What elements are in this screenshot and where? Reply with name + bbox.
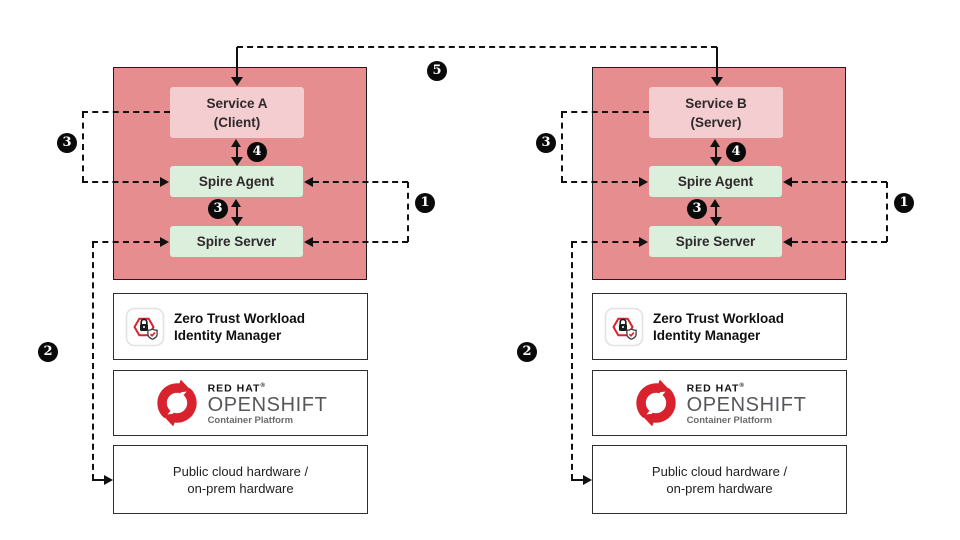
step-3-badge: 3 bbox=[687, 199, 707, 219]
openshift-platform-box-a: RED HAT® OPENSHIFT Container Platform bbox=[113, 370, 368, 436]
arrow-down-icon bbox=[231, 77, 243, 86]
dashed-segment bbox=[571, 479, 583, 481]
operator-title-line1: Zero Trust Workload bbox=[174, 310, 306, 326]
dashed-segment bbox=[82, 111, 170, 113]
arrow-down-icon bbox=[710, 157, 722, 166]
arrow-left-icon bbox=[304, 237, 313, 247]
service-b-name: Service B bbox=[685, 95, 747, 111]
arrow-right-icon bbox=[639, 237, 648, 247]
operator-title: Zero Trust Workload Identity Manager bbox=[653, 310, 784, 344]
dashed-segment bbox=[82, 181, 159, 183]
step-3-badge: 3 bbox=[536, 133, 556, 153]
trademark-symbol: ® bbox=[739, 383, 745, 390]
arrow-left-icon bbox=[304, 177, 313, 187]
dashed-segment bbox=[92, 242, 94, 480]
openshift-platform-box-b: RED HAT® OPENSHIFT Container Platform bbox=[592, 370, 847, 436]
arrow-up-icon bbox=[231, 139, 241, 147]
step-1-badge: 1 bbox=[894, 193, 914, 213]
service-a-node: Service A (Client) bbox=[170, 87, 304, 138]
solid-segment bbox=[716, 47, 718, 78]
cluster-b: Service B (Server) Spire Agent Spire Ser… bbox=[479, 0, 960, 540]
arrow-up-icon bbox=[710, 139, 720, 147]
step-5-badge: 5 bbox=[427, 61, 447, 81]
openshift-wordmark: RED HAT® OPENSHIFT Container Platform bbox=[687, 380, 807, 426]
arrow-right-icon bbox=[104, 475, 113, 485]
dashed-segment bbox=[92, 479, 104, 481]
solid-segment bbox=[236, 47, 238, 78]
zero-trust-icon bbox=[125, 307, 165, 346]
dashed-segment bbox=[407, 182, 409, 242]
dashed-segment bbox=[561, 181, 638, 183]
arrow-down-icon bbox=[231, 157, 243, 166]
service-b-node: Service B (Server) bbox=[649, 87, 783, 138]
dashed-segment bbox=[92, 241, 160, 243]
container-platform-text: Container Platform bbox=[207, 414, 294, 426]
arrow-right-icon bbox=[583, 475, 592, 485]
spire-agent-node-a: Spire Agent bbox=[170, 166, 303, 197]
openshift-logo-icon bbox=[635, 380, 676, 426]
arrow-right-icon bbox=[639, 177, 648, 187]
container-platform-text: Container Platform bbox=[686, 414, 773, 426]
arrow-line bbox=[715, 205, 717, 219]
operator-title-line2: Identity Manager bbox=[174, 327, 282, 343]
redhat-brand-text: RED HAT® bbox=[207, 382, 266, 395]
arrow-up-icon bbox=[710, 199, 720, 207]
arrow-right-icon bbox=[160, 237, 169, 247]
hardware-line2: on-prem hardware bbox=[666, 480, 773, 496]
step-2-badge: 2 bbox=[517, 342, 537, 362]
hardware-box-b: Public cloud hardware / on-prem hardware bbox=[592, 445, 847, 514]
arrow-down-icon bbox=[710, 217, 722, 226]
zero-trust-icon bbox=[604, 307, 644, 346]
dashed-segment bbox=[561, 111, 649, 113]
redhat-brand-text: RED HAT® bbox=[686, 382, 745, 395]
step-4-badge: 4 bbox=[247, 142, 267, 162]
step-3-badge: 3 bbox=[57, 133, 77, 153]
dashed-segment bbox=[561, 112, 563, 182]
hardware-box-a: Public cloud hardware / on-prem hardware bbox=[113, 445, 368, 514]
arrow-left-icon bbox=[783, 177, 792, 187]
arrow-down-icon bbox=[231, 217, 243, 226]
arrow-right-icon bbox=[160, 177, 169, 187]
spire-server-node-b: Spire Server bbox=[649, 226, 782, 257]
dashed-segment bbox=[82, 112, 84, 182]
service-b-role: (Server) bbox=[690, 114, 742, 130]
dashed-segment bbox=[313, 241, 408, 243]
hardware-line2: on-prem hardware bbox=[187, 480, 294, 496]
openshift-logo-icon bbox=[156, 380, 197, 426]
dashed-segment bbox=[313, 181, 408, 183]
operator-title-line2: Identity Manager bbox=[653, 327, 761, 343]
service-a-role: (Client) bbox=[213, 114, 261, 130]
openshift-wordmark: RED HAT® OPENSHIFT Container Platform bbox=[208, 380, 328, 426]
dashed-segment bbox=[571, 241, 639, 243]
hardware-line1: Public cloud hardware / bbox=[651, 463, 788, 479]
cluster-a: Service A (Client) Spire Agent Spire Ser… bbox=[38, 67, 435, 514]
trademark-symbol: ® bbox=[260, 383, 266, 390]
step-4-badge: 4 bbox=[726, 142, 746, 162]
openshift-product-text: OPENSHIFT bbox=[686, 393, 807, 416]
spire-agent-node-b: Spire Agent bbox=[649, 166, 782, 197]
operator-title: Zero Trust Workload Identity Manager bbox=[174, 310, 305, 344]
arrow-line bbox=[715, 145, 717, 159]
zero-trust-operator-box-b: Zero Trust Workload Identity Manager bbox=[592, 293, 847, 360]
arrow-line bbox=[236, 145, 238, 159]
arrow-down-icon bbox=[711, 77, 723, 86]
dashed-segment bbox=[792, 241, 887, 243]
dashed-segment bbox=[792, 181, 887, 183]
service-a-name: Service A bbox=[206, 95, 268, 111]
step-2-badge: 2 bbox=[38, 342, 58, 362]
openshift-product-text: OPENSHIFT bbox=[207, 393, 328, 416]
step-3-badge: 3 bbox=[208, 199, 228, 219]
dashed-segment bbox=[571, 242, 573, 480]
zero-trust-operator-box-a: Zero Trust Workload Identity Manager bbox=[113, 293, 368, 360]
arrow-up-icon bbox=[231, 199, 241, 207]
arrow-left-icon bbox=[783, 237, 792, 247]
operator-title-line1: Zero Trust Workload bbox=[653, 310, 785, 326]
arrow-line bbox=[236, 205, 238, 219]
dashed-segment bbox=[886, 182, 888, 242]
hardware-line1: Public cloud hardware / bbox=[172, 463, 309, 479]
step-1-badge: 1 bbox=[415, 193, 435, 213]
spire-server-node-a: Spire Server bbox=[170, 226, 303, 257]
dashed-segment bbox=[237, 46, 717, 48]
